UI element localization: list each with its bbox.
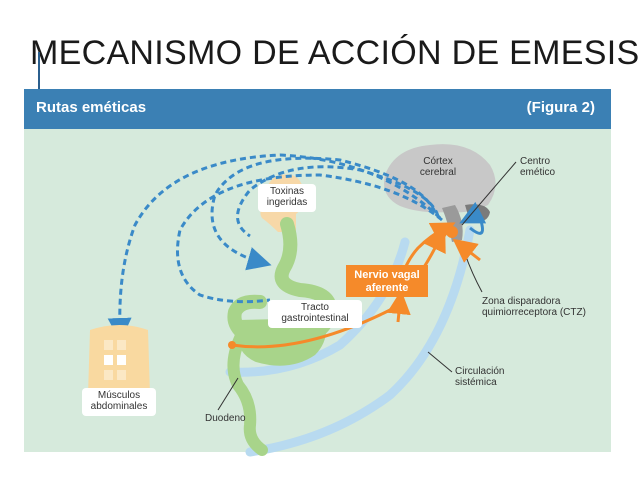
dashed-arrow-to-musculos (107, 153, 442, 342)
leader-centro (461, 161, 517, 226)
dashed-arrow-to-gi (210, 156, 437, 271)
ctz-orange-arrow (452, 238, 481, 263)
title-accent-line (38, 52, 40, 94)
stomach (236, 318, 327, 366)
gi-origin-dot (228, 341, 236, 349)
emetic-center-dot (446, 226, 458, 238)
toxinas-label-bg (258, 184, 316, 212)
leader-circulacion (427, 351, 453, 373)
leader-duodeno (217, 377, 239, 411)
duodenum (227, 332, 268, 456)
brain (384, 144, 496, 213)
figure-number: (Figura 2) (526, 99, 595, 116)
circulation-vessel (245, 225, 475, 457)
dashed-arrow-to-tracto (176, 173, 443, 304)
dashed-arrow-to-toxinas (236, 165, 440, 238)
tracto-label-bg (268, 300, 362, 328)
solid-loop-arrow (459, 201, 487, 235)
duodeno-label: Duodeno (205, 413, 246, 424)
page-title: MECANISMO DE ACCIÓN DE EMESIS (30, 34, 638, 72)
figure-header: Rutas eméticas (Figura 2) (24, 89, 611, 129)
musculos-label-bg (82, 388, 156, 416)
abdominal-muscles-figure (88, 325, 150, 399)
figure-header-title: Rutas eméticas (36, 99, 147, 116)
vagal-afferent-branch (386, 290, 411, 323)
